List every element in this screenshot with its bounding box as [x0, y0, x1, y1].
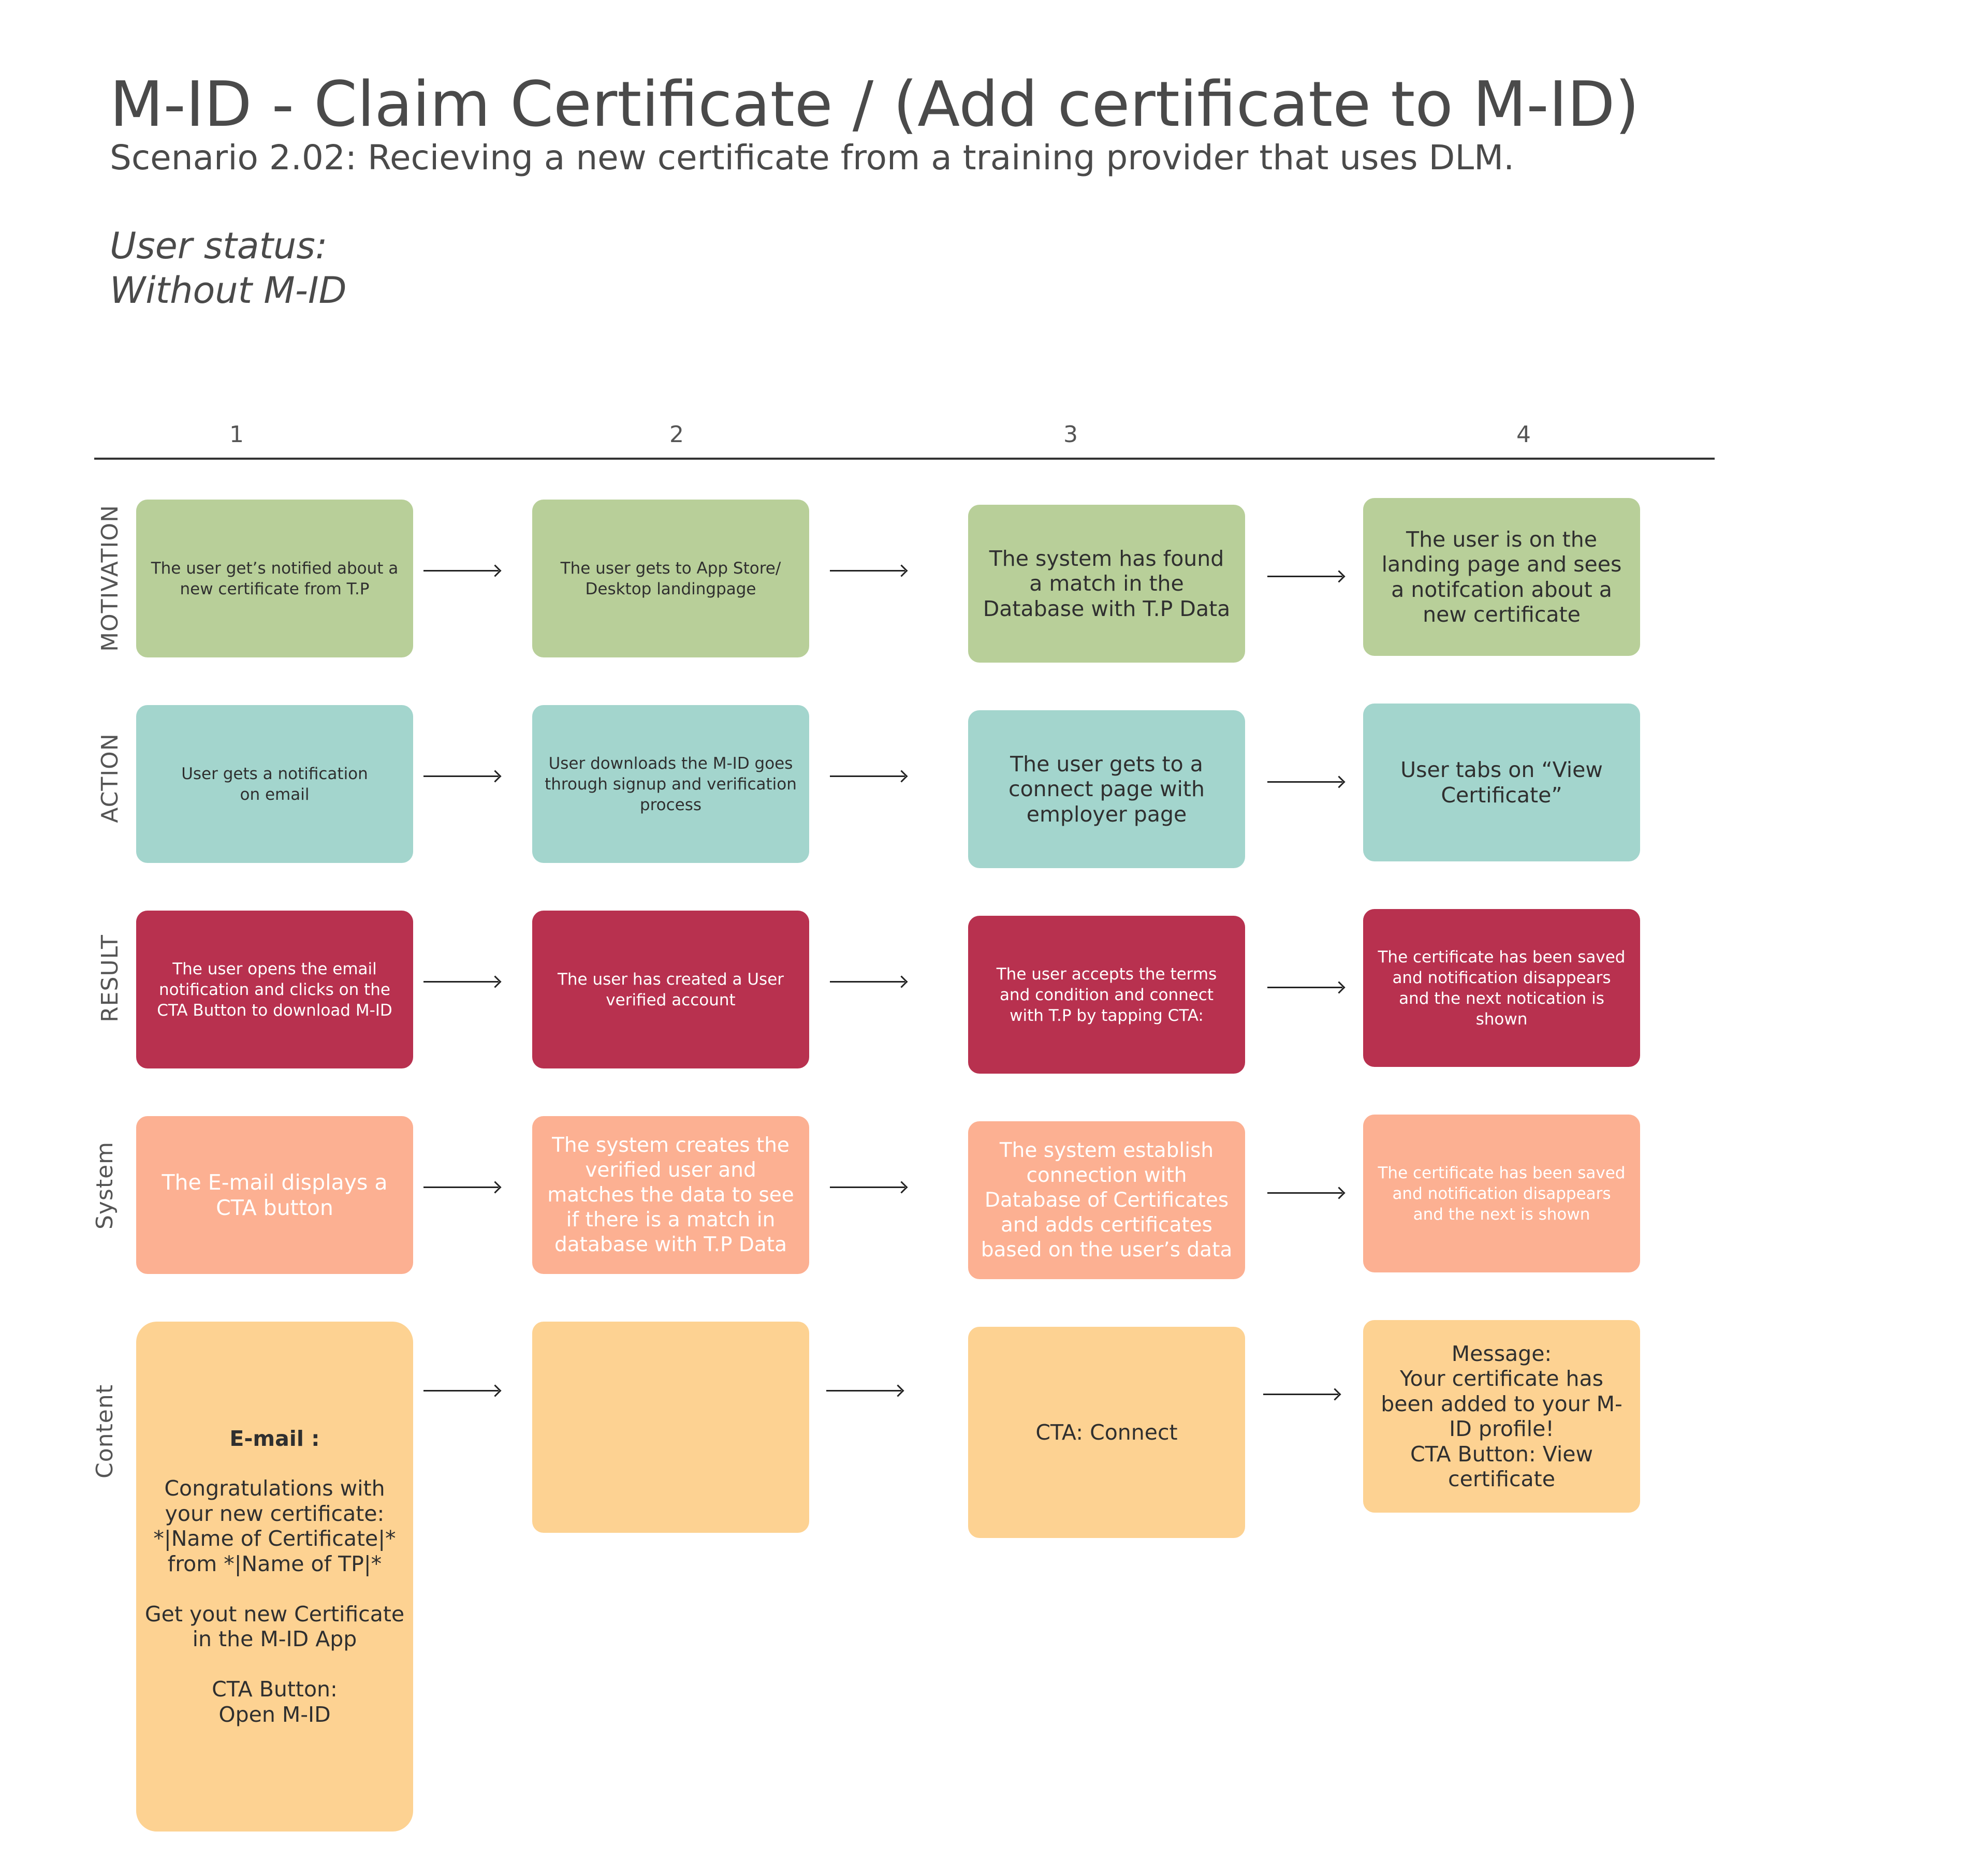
- result-card-2-text: The user has created a User verified acc…: [557, 970, 784, 1009]
- email-heading: E-mail :: [229, 1426, 320, 1451]
- arrow-action-3-4: [1267, 781, 1342, 783]
- user-status-label: User status:: [110, 225, 328, 267]
- arrow-content-2-3: [826, 1390, 901, 1391]
- content-card-4-text: Message: Your certificate has been added…: [1381, 1341, 1622, 1492]
- motivation-card-4-text: The user is on the landing page and sees…: [1381, 526, 1622, 627]
- motivation-card-4: The user is on the landing page and sees…: [1363, 498, 1640, 656]
- arrow-action-2-3: [830, 775, 905, 777]
- email-spacer: [144, 1451, 405, 1476]
- row-label-action: ACTION: [97, 733, 123, 823]
- page-subtitle: Scenario 2.02: Recieving a new certifica…: [110, 138, 1515, 178]
- motivation-card-3-text: The system has found a match in the Data…: [983, 546, 1231, 621]
- result-card-1-text: The user opens the email notification an…: [157, 959, 392, 1020]
- content-card-4: Message: Your certificate has been added…: [1363, 1320, 1640, 1513]
- action-card-2-text: User downloads the M-ID goes through sig…: [545, 754, 797, 814]
- system-card-4-text: The certificate has been saved and notif…: [1378, 1163, 1626, 1224]
- arrow-result-1-2: [423, 981, 499, 983]
- arrow-content-1-2: [423, 1390, 499, 1391]
- arrow-system-3-4: [1267, 1192, 1342, 1194]
- motivation-card-3: The system has found a match in the Data…: [968, 505, 1245, 663]
- result-card-3-text: The user accepts the terms and condition…: [996, 964, 1217, 1025]
- action-card-3-text: The user gets to a connect page with emp…: [1008, 751, 1205, 827]
- motivation-card-1: The user get’s notified about a new cert…: [136, 500, 413, 657]
- arrow-motivation-2-3: [830, 570, 905, 572]
- system-card-2: The system creates the verified user and…: [532, 1116, 809, 1274]
- result-card-2: The user has created a User verified acc…: [532, 911, 809, 1068]
- action-card-4: User tabs on “View Certificate”: [1363, 704, 1640, 861]
- column-number-3: 3: [1063, 421, 1078, 448]
- content-card-3: CTA: Connect: [968, 1327, 1245, 1538]
- action-card-4-text: User tabs on “View Certificate”: [1400, 757, 1603, 808]
- content-card-3-text: CTA: Connect: [1035, 1419, 1178, 1445]
- arrow-result-3-4: [1267, 987, 1342, 988]
- motivation-card-2-text: The user gets to App Store/ Desktop land…: [560, 559, 781, 598]
- result-card-4-text: The certificate has been saved and notif…: [1378, 947, 1626, 1029]
- system-card-3: The system establish connection with Dat…: [968, 1121, 1245, 1279]
- arrow-content-3-4: [1263, 1394, 1338, 1395]
- action-card-3: The user gets to a connect page with emp…: [968, 710, 1245, 868]
- result-card-3: The user accepts the terms and condition…: [968, 916, 1245, 1074]
- column-number-1: 1: [229, 421, 244, 448]
- arrow-motivation-3-4: [1267, 576, 1342, 577]
- row-label-system: System: [92, 1141, 118, 1230]
- motivation-card-2: The user gets to App Store/ Desktop land…: [532, 500, 809, 657]
- arrow-action-1-2: [423, 775, 499, 777]
- arrow-result-2-3: [830, 981, 905, 983]
- system-card-1-text: The E-mail displays a CTA button: [162, 1170, 388, 1220]
- arrow-system-2-3: [830, 1186, 905, 1188]
- system-card-1: The E-mail displays a CTA button: [136, 1116, 413, 1274]
- action-card-1-text: User gets a notification on email: [181, 764, 368, 804]
- arrow-system-1-2: [423, 1186, 499, 1188]
- email-body: Congratulations with your new certificat…: [144, 1476, 405, 1727]
- result-card-4: The certificate has been saved and notif…: [1363, 909, 1640, 1067]
- email-content: E-mail : Congratulations with your new c…: [144, 1426, 405, 1727]
- motivation-card-1-text: The user get’s notified about a new cert…: [151, 559, 399, 598]
- content-card-1: E-mail : Congratulations with your new c…: [136, 1322, 413, 1832]
- content-card-2: [532, 1322, 809, 1533]
- system-card-3-text: The system establish connection with Dat…: [981, 1138, 1233, 1262]
- page-title: M-ID - Claim Certificate / (Add certific…: [110, 69, 1640, 141]
- arrow-motivation-1-2: [423, 570, 499, 572]
- action-card-1: User gets a notification on email: [136, 705, 413, 863]
- result-card-1: The user opens the email notification an…: [136, 911, 413, 1068]
- row-label-result: RESULT: [97, 934, 123, 1022]
- row-label-content: Content: [92, 1384, 118, 1478]
- header-divider: [94, 458, 1715, 460]
- system-card-2-text: The system creates the verified user and…: [547, 1133, 794, 1256]
- action-card-2: User downloads the M-ID goes through sig…: [532, 705, 809, 863]
- column-number-4: 4: [1516, 421, 1531, 448]
- system-card-4: The certificate has been saved and notif…: [1363, 1115, 1640, 1272]
- user-status-value: Without M-ID: [110, 269, 347, 312]
- column-number-2: 2: [669, 421, 684, 448]
- row-label-motivation: MOTIVATION: [97, 505, 123, 652]
